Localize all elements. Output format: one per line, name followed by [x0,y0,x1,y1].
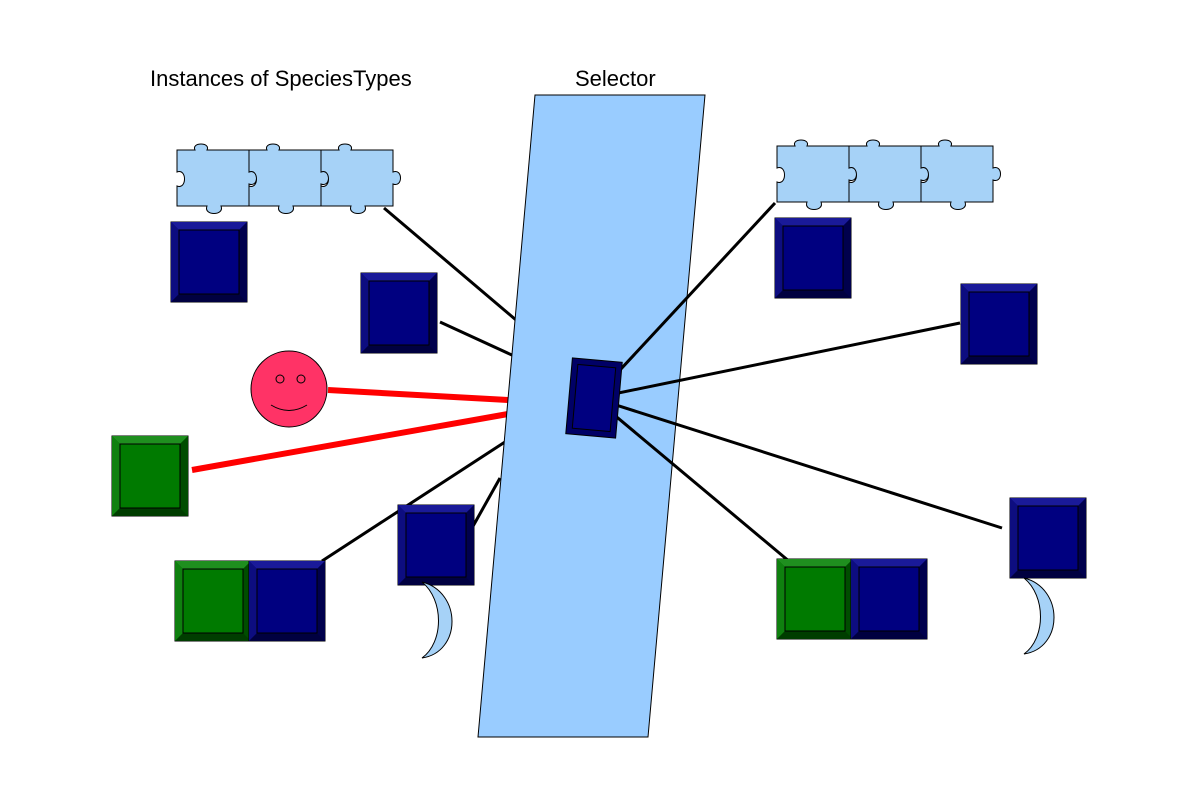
red-connectors [191,387,509,473]
navy-block-pair-right [850,558,928,640]
puzzle-piece [848,139,929,210]
navy-block-moon-left [397,504,475,586]
connector-right-pair [593,396,791,564]
navy-block-moon-right [1009,497,1087,579]
connector-smiley [327,387,509,403]
navy-block-mid-right [960,283,1038,365]
green-block-pair-right [776,558,854,640]
connector-green-single [191,411,509,473]
right-connectors [592,201,1003,564]
green-block-pair-left [174,560,252,642]
navy-block-top-left [170,221,248,303]
puzzle-piece [176,143,257,214]
connector-right-navy-moon [593,396,1003,530]
green-block-single [111,435,189,517]
connector-green-navy-pair [321,438,509,563]
instances-title: Instances of SpeciesTypes [150,66,412,91]
puzzle-piece [248,143,329,214]
navy-block-mid-left [360,272,438,354]
connector-right-puzzle [592,201,777,400]
connector-navy-moon [470,477,502,529]
smiley-face [250,350,328,428]
connector-navy-mid [439,320,515,358]
puzzle-chain-left [176,143,401,214]
puzzle-piece [320,143,401,214]
connector-puzzle-left [383,206,517,322]
puzzle-chain-right [776,139,1001,210]
selector-center-block [565,357,623,439]
navy-block-pair-left [248,560,326,642]
moon-shape-right [1023,577,1055,655]
left-connectors [321,206,517,563]
moon-shape-left [421,581,453,659]
puzzle-piece [776,139,857,210]
puzzle-piece [920,139,1001,210]
navy-block-top-right [774,217,852,299]
selector-title: Selector [575,66,656,91]
connector-right-navy [593,321,961,400]
